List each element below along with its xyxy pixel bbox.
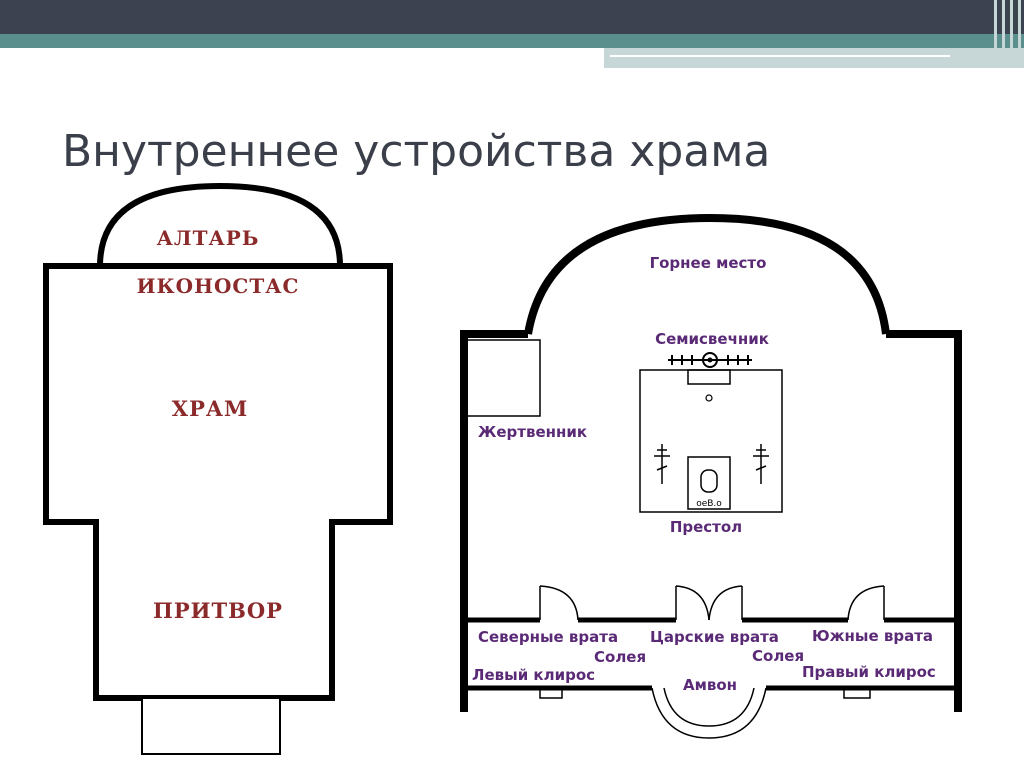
- prothesis-label: Жертвенник: [478, 423, 587, 441]
- solea-left-label: Солея: [594, 648, 646, 666]
- high-place-label: Горнее место: [650, 254, 767, 272]
- right-kliros-stand: [843, 687, 871, 699]
- iconostasis-label: ИКОНОСТАС: [137, 274, 300, 298]
- top-decorative-bar: [0, 0, 1024, 68]
- narthex-label: ПРИТВОР: [153, 598, 283, 623]
- altar-area: [639, 369, 783, 513]
- right-plan: oeB.o: [460, 213, 962, 739]
- left-apse-arc: [97, 182, 343, 267]
- menorah-icon: [668, 352, 752, 368]
- right-apse-arc: [524, 213, 890, 335]
- north-door-icon: [539, 585, 579, 621]
- altar-table: [687, 456, 731, 510]
- prothesis-box: [465, 339, 541, 417]
- left-plan: АЛТАРЬ ИКОНОСТАС ХРАМ ПРИТВОР: [43, 182, 393, 755]
- ambon-arc-inner: [663, 687, 755, 727]
- south-door-icon: [847, 585, 885, 621]
- altar-gospel: [700, 469, 718, 493]
- cross-icon: [654, 444, 670, 484]
- altar-inscription: oeB.o: [696, 499, 722, 509]
- royal-gate-label: Царские врата: [650, 628, 779, 646]
- solea-right-label: Солея: [752, 647, 804, 665]
- temple-label: ХРАМ: [172, 396, 248, 421]
- high-place-seat: [687, 369, 731, 385]
- left-entrance-porch: [141, 697, 281, 755]
- slide-title: Внутреннее устройства храма: [62, 126, 771, 177]
- cross-icon: [753, 444, 769, 484]
- south-gate-label: Южные врата: [812, 627, 933, 645]
- right-kliros-label: Правый клирос: [802, 663, 936, 681]
- altar-point: [705, 394, 713, 402]
- left-kliros-stand: [539, 687, 563, 699]
- top-bar-teal: [0, 34, 1024, 48]
- ambon-label: Амвон: [683, 676, 737, 694]
- top-bar-stripe: [1010, 0, 1013, 68]
- altar-table-label: Престол: [670, 518, 742, 536]
- right-wall-right: [886, 330, 962, 712]
- top-bar-stripe: [994, 0, 997, 68]
- north-gate-label: Северные врата: [478, 628, 618, 646]
- left-plan-outline: [43, 263, 393, 701]
- top-bar-light: [604, 48, 1024, 68]
- top-bar-stripe: [1018, 0, 1021, 68]
- menorah-label: Семисвечник: [655, 330, 769, 348]
- left-kliros-label: Левый клирос: [472, 666, 595, 684]
- ambon-arc: [651, 687, 767, 739]
- right-wall-left: [460, 330, 528, 712]
- top-bar-dark: [0, 0, 1024, 34]
- altar-label: АЛТАРЬ: [157, 226, 260, 250]
- top-bar-stripe: [1002, 0, 1005, 68]
- royal-doors-icon: [675, 585, 743, 621]
